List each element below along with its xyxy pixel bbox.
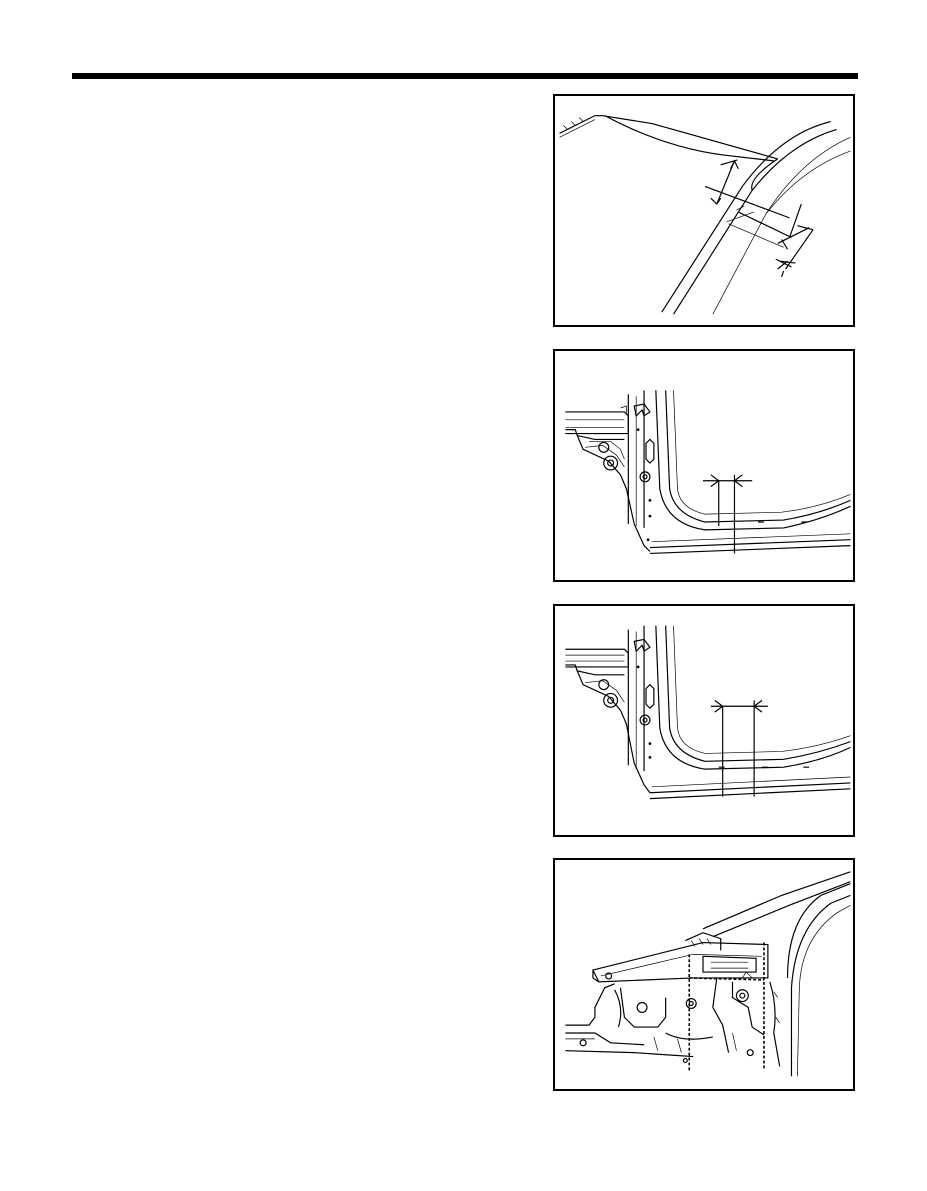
rocker-b-line-drawing: [565, 625, 851, 800]
front-apron-line-drawing: [565, 871, 851, 1077]
rocker-cut-diagram-a: [553, 349, 855, 582]
rocker-cut-diagram-b: [553, 604, 855, 837]
front-apron-joint-diagram: [553, 858, 855, 1091]
header-rule: [72, 73, 858, 79]
roof-pillar-cut-diagram: [553, 94, 855, 327]
rocker-a-line-drawing: [565, 390, 851, 555]
roof-pillar-line-drawing: [559, 115, 851, 315]
